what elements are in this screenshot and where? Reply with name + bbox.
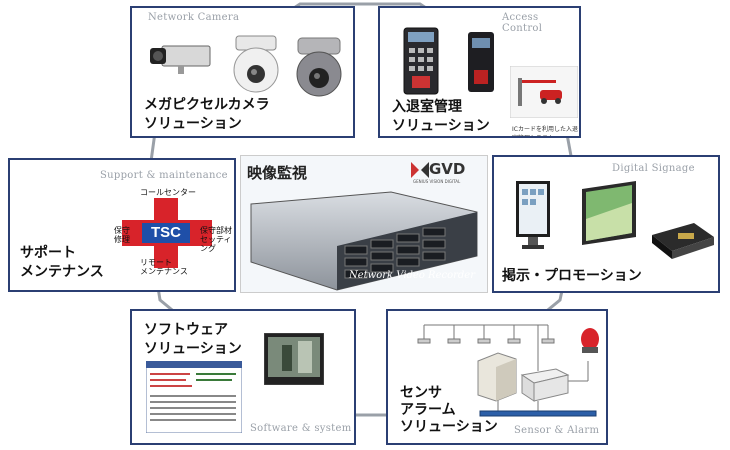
nvr-caption: Network Video Recorder — [349, 270, 475, 281]
center-title: 映像監視 — [247, 164, 308, 182]
panel-en-title: Software & system — [250, 423, 352, 434]
nvr-rack-icon — [250, 191, 478, 291]
card-reader-icon — [468, 32, 494, 92]
video-surveillance-panel: 映像監視 GVD GENIUS VISION DIGITAL Network V… — [240, 155, 488, 293]
sensor-network-diagram — [417, 324, 599, 417]
ptz-dome-camera-icon — [296, 37, 342, 97]
camera-view-screenshot-icon — [264, 333, 324, 385]
portrait-display-icon — [516, 181, 550, 249]
keypad-reader-icon — [403, 27, 439, 95]
controller-icon — [520, 368, 570, 402]
panel-en-title: Digital Signage — [612, 163, 695, 174]
panel-jp-title: 掲示・プロモーション — [502, 268, 642, 284]
box-camera-icon — [150, 45, 211, 74]
software-screenshot-icon — [146, 361, 242, 433]
gvd-logo-text: GVD — [429, 160, 466, 178]
network-camera-panel: Network Camera メガピクセルカメラ ソリューション — [130, 6, 355, 138]
panel-en-title: Network Camera — [148, 12, 240, 23]
remote-maintenance-label: リモート メンテナンス — [140, 258, 188, 276]
panel-jp-title: ソフトウェア ソリューション — [144, 322, 242, 357]
dome-camera-icon — [233, 35, 279, 93]
signage-player-icon — [652, 223, 714, 259]
parts-setting-label: 保守部材 セッティング — [200, 226, 232, 253]
tsc-logo: TSC — [142, 223, 190, 243]
panel-jp-title: サポート メンテナンス — [20, 245, 104, 280]
alarm-lamp-icon — [581, 328, 599, 353]
access-control-panel: Access Control ICカードを利用した入退室管理システム 入退室管理… — [378, 6, 581, 138]
panel-en-title: Support & maintenance — [100, 170, 228, 181]
digital-signage-panel: Digital Signage 掲示・プロモーション — [492, 155, 720, 293]
panel-en-title: Sensor & Alarm — [514, 425, 600, 436]
panel-jp-title: メガピクセルカメラ ソリューション — [144, 97, 270, 132]
panel-jp-title: 入退室管理 ソリューション — [392, 99, 490, 134]
landscape-display-icon — [582, 181, 636, 245]
gate-diagram-caption: ICカードを利用した入退室管理システム — [512, 126, 578, 136]
panel-en-title: Access Control — [502, 12, 543, 34]
sensor-alarm-panel: センサ アラーム ソリューション Sensor & Alarm — [386, 309, 608, 445]
panel-jp-title: センサ アラーム ソリューション — [400, 385, 498, 435]
software-system-panel: ソフトウェア ソリューション Software & system — [130, 309, 356, 445]
tsc-cross-graphic: TSC — [122, 198, 232, 268]
gvd-logo-sub: GENIUS VISION DIGITAL — [413, 179, 461, 184]
support-maintenance-panel: Support & maintenance TSC コールセンター 保守 修理 … — [8, 158, 236, 292]
gate-diagram-icon — [510, 66, 578, 118]
call-center-label: コールセンター — [140, 188, 196, 197]
gvd-logo: GVD GENIUS VISION DIGITAL — [411, 160, 483, 188]
maintenance-repair-label: 保守 修理 — [114, 226, 130, 244]
server-icon — [477, 352, 517, 402]
gvd-mark-icon — [411, 162, 429, 178]
